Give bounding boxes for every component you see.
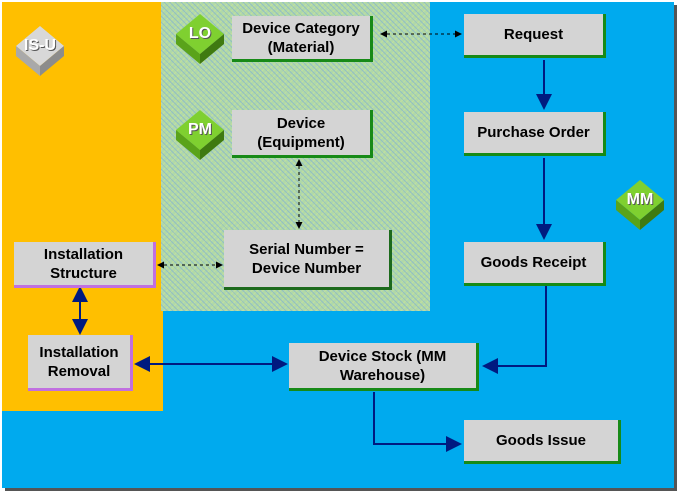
goods-issue-box: Goods Issue xyxy=(464,420,621,464)
lo-badge-label: LO xyxy=(188,25,212,42)
purchase-order-box: Purchase Order xyxy=(464,112,606,156)
pm-badge: PM xyxy=(172,106,228,162)
goods-receipt-box: Goods Receipt xyxy=(464,242,606,286)
installation-removal-box: Installation Removal xyxy=(28,335,133,391)
isu-diamond-icon xyxy=(16,26,64,76)
request-box: Request xyxy=(464,14,606,58)
isu-badge-label: IS-U xyxy=(24,37,56,54)
pm-badge-label: PM xyxy=(188,121,212,138)
device-equipment-box: Device (Equipment) xyxy=(232,110,373,158)
isu-badge: IS-U xyxy=(12,22,68,78)
device-stock-box: Device Stock (MM Warehouse) xyxy=(289,343,479,391)
pm-diamond-icon xyxy=(176,110,224,160)
mm-badge-label: MM xyxy=(626,191,654,208)
installation-structure-box: Installation Structure xyxy=(14,242,156,288)
mm-diamond-icon xyxy=(616,180,664,230)
mm-badge: MM xyxy=(612,176,668,232)
device-category-box: Device Category (Material) xyxy=(232,16,373,62)
arrow-stock-issue xyxy=(373,392,462,452)
serial-number-box: Serial Number = Device Number xyxy=(224,230,392,290)
arrow-receipt-stock xyxy=(482,286,547,374)
lo-diamond-icon xyxy=(176,14,224,64)
lo-badge: LO xyxy=(172,10,228,66)
